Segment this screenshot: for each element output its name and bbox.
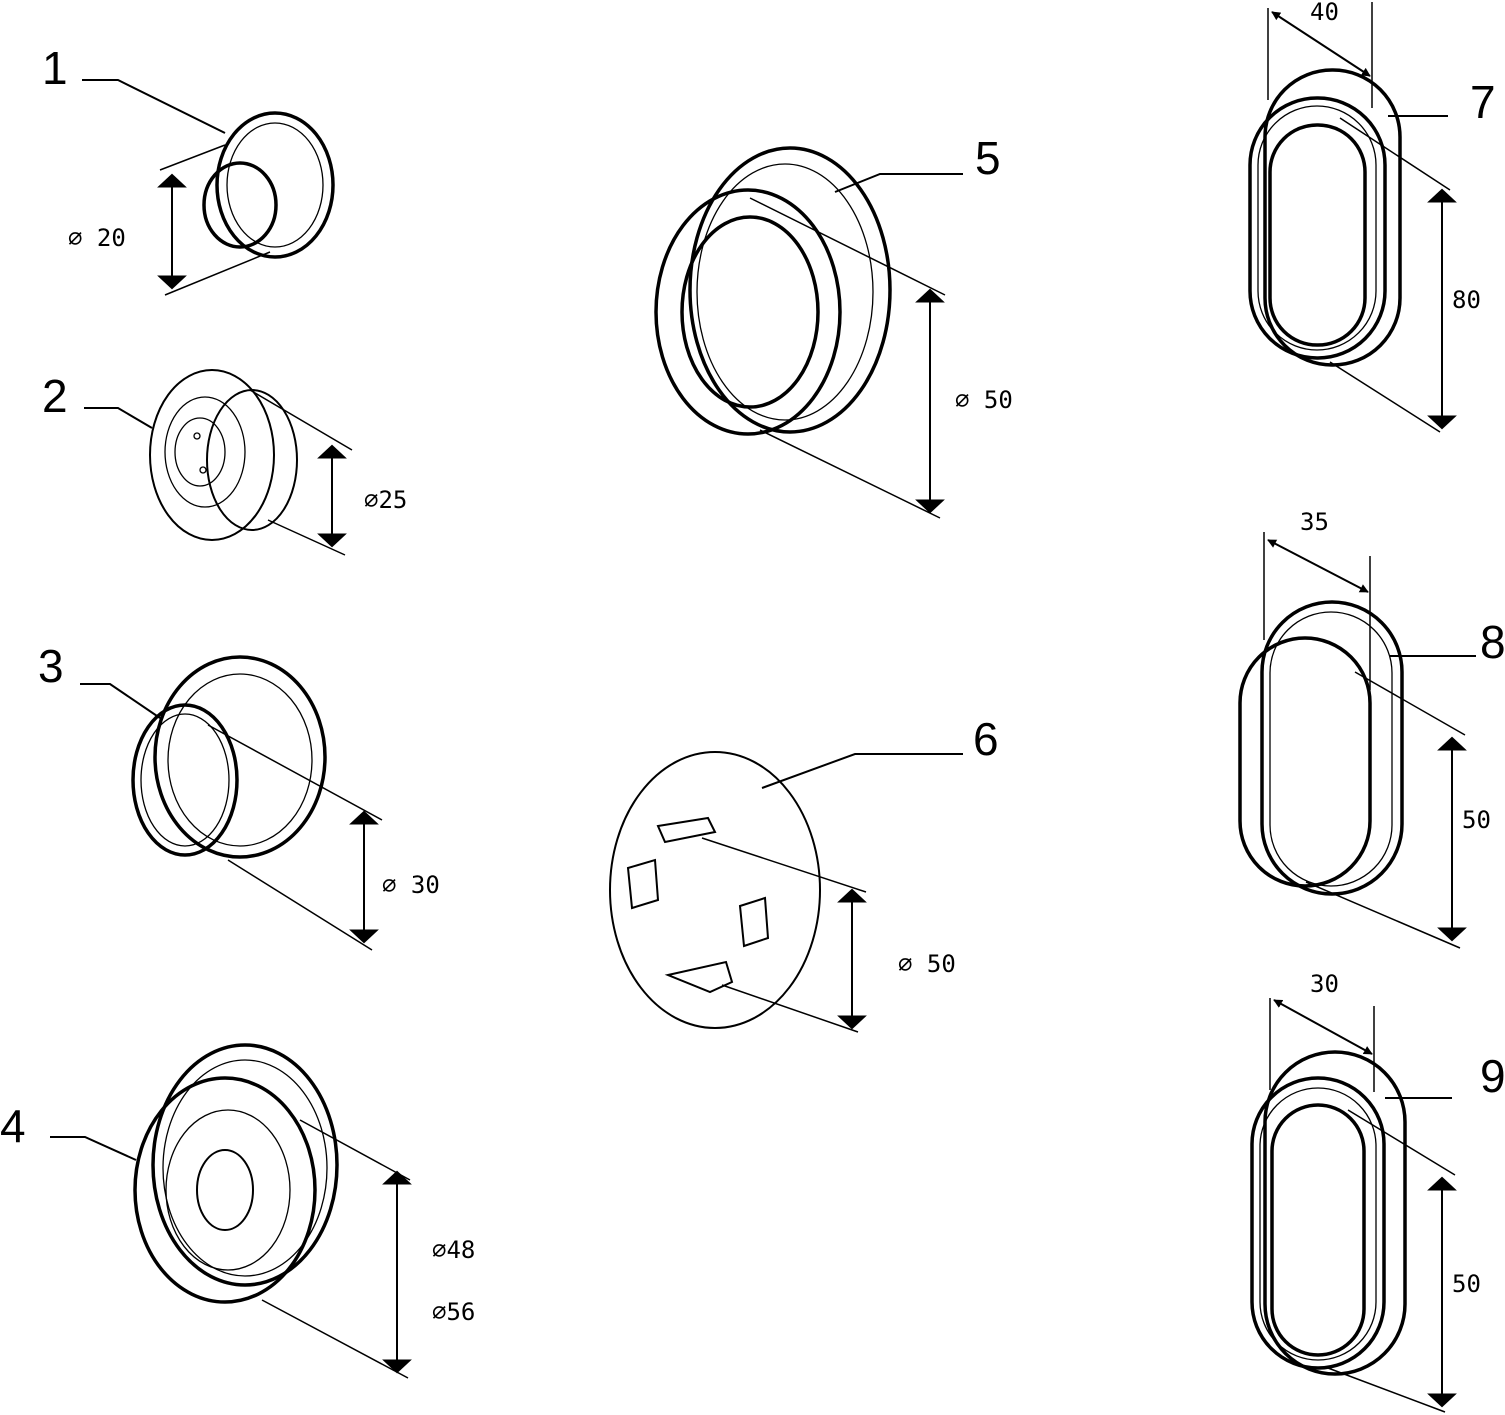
item-7-width-arrow (1271, 11, 1371, 77)
item-7-oval-grommet: 7 40 80 (1248, 0, 1496, 433)
item-1-diameter-label: ⌀ 20 (68, 224, 126, 252)
item-6-clip-icon (738, 896, 770, 948)
item-2-hole-icon (199, 466, 207, 474)
item-1-cap (202, 161, 278, 249)
item-2-center (174, 417, 226, 487)
item-3-flange (153, 655, 327, 859)
item-3-sleeve (131, 703, 239, 857)
item-3-sleeve-inner (140, 713, 230, 847)
item-6-leader-line (761, 753, 963, 789)
item-2-flange (149, 369, 275, 541)
item-9-ring (1259, 1087, 1377, 1361)
item-3-grommet: 3 ⌀ 30 (38, 640, 440, 951)
item-4-inner-ring (165, 1109, 291, 1271)
item-1-flange-inner (226, 122, 324, 248)
item-5-opening (680, 215, 820, 409)
item-9-number: 9 (1480, 1050, 1505, 1102)
item-5-extension-lines (749, 197, 946, 519)
item-7-width-label: 40 (1310, 0, 1339, 26)
item-7-height-label: 80 (1452, 286, 1481, 314)
item-6-clip-icon (664, 960, 734, 994)
item-4-number: 4 (0, 1100, 26, 1152)
item-8-number: 8 (1480, 616, 1505, 668)
item-3-leader-line (80, 683, 161, 719)
item-2-extension-lines (249, 389, 353, 556)
item-5-flange-inner (696, 163, 874, 421)
item-6-clip-icon (626, 858, 660, 910)
item-9-height-label: 50 (1452, 1270, 1481, 1298)
item-5-flange (688, 146, 892, 434)
item-4-hole (196, 1149, 254, 1231)
item-6-blanking-plate: 6 ⌀ 50 (609, 713, 999, 1033)
item-6-number: 6 (973, 713, 999, 765)
item-1-number: 1 (42, 42, 68, 94)
item-8-height-label: 50 (1462, 806, 1491, 834)
item-8-width-arrow (1267, 539, 1369, 593)
item-4-diameter-56-label: ⌀56 (432, 1298, 475, 1326)
item-7-opening (1268, 123, 1367, 347)
item-2-body (206, 389, 298, 531)
item-8-cap (1238, 636, 1372, 888)
item-8-extension-lines (1263, 532, 1466, 949)
item-9-oval-grommet: 9 30 50 (1250, 970, 1505, 1413)
item-5-front-ring (654, 188, 842, 436)
item-3-extension-lines (207, 724, 383, 951)
item-4-diameter-48-label: ⌀48 (432, 1236, 475, 1264)
item-6-diameter-label: ⌀ 50 (898, 950, 956, 978)
item-5-grommet: 5 ⌀ 50 (654, 132, 1013, 519)
item-4-outer-flange (151, 1043, 339, 1287)
item-3-number: 3 (38, 640, 64, 692)
item-7-extension-lines (1267, 2, 1451, 433)
item-1-leader-line (82, 79, 226, 134)
item-3-diameter-label: ⌀ 30 (382, 871, 440, 899)
item-9-opening (1270, 1103, 1366, 1357)
item-2-grommet: 2 ⌀25 (42, 369, 407, 556)
item-2-hole-icon (193, 432, 201, 440)
item-6-disc (609, 751, 821, 1029)
item-2-leader-line (84, 407, 153, 429)
item-5-number: 5 (975, 132, 1001, 184)
item-5-leader-line (834, 173, 963, 193)
item-9-extension-lines (1269, 998, 1456, 1413)
item-3-flange-inner (167, 673, 313, 847)
item-9-front-face (1250, 1076, 1386, 1370)
item-7-front-face (1248, 96, 1387, 360)
item-4-front-face (133, 1076, 317, 1304)
item-7-ring (1257, 105, 1377, 351)
item-5-diameter-label: ⌀ 50 (955, 386, 1013, 414)
item-1-grommet: 1 ⌀ 20 (42, 42, 335, 296)
item-4-leader-line (50, 1136, 137, 1161)
item-4-flange-ring (162, 1059, 328, 1277)
item-8-flange-inner (1269, 611, 1393, 887)
item-9-width-arrow (1273, 999, 1373, 1055)
item-9-width-label: 30 (1310, 970, 1339, 998)
item-8-flange (1260, 600, 1404, 896)
item-7-number: 7 (1470, 76, 1496, 128)
item-6-clip-icon (656, 816, 717, 844)
item-2-ring (164, 396, 246, 508)
item-4-grommet: 4 ⌀48 ⌀56 (0, 1043, 475, 1379)
item-2-diameter-label: ⌀25 (364, 486, 407, 514)
item-6-extension-lines (701, 837, 867, 1033)
item-2-number: 2 (42, 370, 68, 422)
item-1-flange (215, 111, 335, 259)
item-8-width-label: 35 (1300, 508, 1329, 536)
item-8-oval-blanking-grommet: 8 35 50 (1238, 508, 1505, 949)
